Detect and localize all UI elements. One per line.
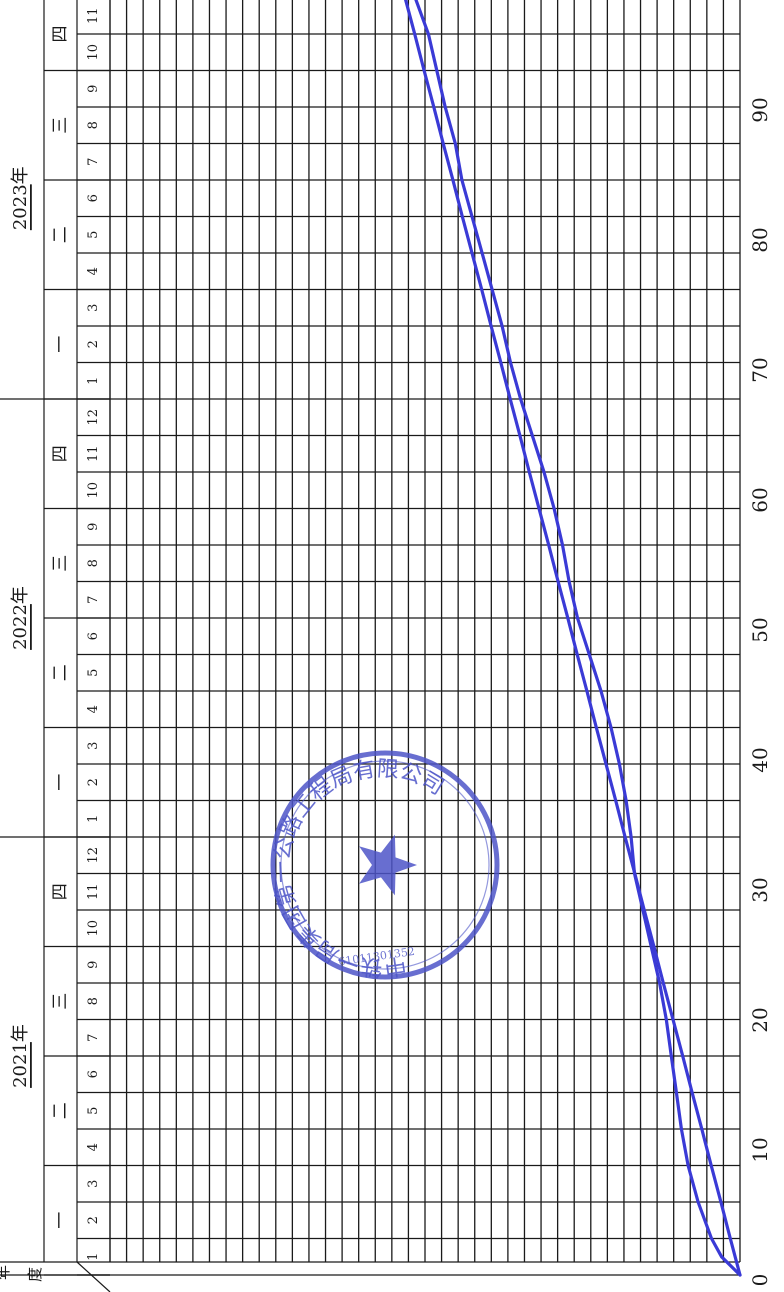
- percent-tick-label: 10: [748, 1137, 772, 1162]
- s-curve-series-2: [414, 0, 742, 1277]
- quarter-label: 四: [51, 445, 71, 462]
- percent-tick-label: 40: [748, 747, 772, 772]
- month-label: 10: [86, 482, 101, 499]
- quarter-label: 一: [51, 1212, 71, 1229]
- percent-tick-label: 0: [748, 1274, 772, 1287]
- header-cell-text: 年: [0, 1265, 12, 1280]
- seal-inner-ring: [280, 760, 490, 970]
- chart-header: 2021年一二三四2022年一二三四2023年一二三四1234567891011…: [0, 0, 111, 1276]
- quarter-label: 二: [51, 226, 71, 243]
- month-label: 6: [86, 632, 101, 640]
- year-label: 2021年: [10, 1024, 31, 1088]
- chart-grid: 年度: [0, 0, 741, 1292]
- month-label: 4: [86, 267, 101, 275]
- month-label: 1: [86, 1253, 101, 1261]
- month-label: 5: [86, 669, 101, 677]
- month-label: 12: [86, 409, 101, 426]
- seal-ring: [270, 750, 500, 980]
- percent-tick-label: 90: [748, 97, 772, 122]
- month-label: 1: [86, 377, 101, 385]
- percent-tick-label: 80: [748, 227, 772, 252]
- month-label: 6: [86, 1070, 101, 1078]
- month-label: 12: [86, 847, 101, 864]
- month-label: 7: [86, 1034, 101, 1042]
- percent-tick-label: 20: [748, 1007, 772, 1032]
- month-label: 11: [86, 445, 101, 462]
- month-label: 7: [86, 596, 101, 604]
- month-label: 2: [86, 340, 101, 348]
- month-label: 4: [86, 705, 101, 713]
- month-label: 9: [86, 85, 101, 93]
- month-label: 3: [86, 1180, 101, 1188]
- month-label: 8: [86, 559, 101, 567]
- month-label: 11: [86, 7, 101, 24]
- s-curve-series-1: [404, 0, 742, 1277]
- quarter-label: 一: [51, 774, 71, 791]
- month-label: 3: [86, 742, 101, 750]
- quarter-label: 一: [51, 336, 71, 353]
- month-label: 10: [86, 44, 101, 61]
- quarter-label: 二: [51, 664, 71, 681]
- plot-lines: [404, 0, 742, 1277]
- year-label: 2022年: [10, 586, 31, 650]
- percent-tick-labels: 0 10 20 30 40 50 60 70 80 90: [748, 97, 772, 1286]
- month-label: 9: [86, 961, 101, 969]
- month-label: 5: [86, 1107, 101, 1115]
- quarter-label: 四: [51, 883, 71, 900]
- percent-tick-label: 50: [748, 617, 772, 642]
- month-label: 6: [86, 194, 101, 202]
- month-label: 4: [86, 1143, 101, 1151]
- month-label: 7: [86, 158, 101, 166]
- month-label: 2: [86, 1216, 101, 1224]
- quarter-label: 二: [51, 1102, 71, 1119]
- month-label: 1: [86, 815, 101, 823]
- month-label: 3: [86, 304, 101, 312]
- quarter-label: 三: [51, 555, 71, 572]
- seal-star: [359, 834, 417, 896]
- month-label: 8: [86, 997, 101, 1005]
- month-label: 11: [86, 883, 101, 900]
- year-label: 2023年: [10, 166, 31, 230]
- header-diagonal: [76, 1261, 111, 1292]
- percent-tick-label: 30: [748, 877, 772, 902]
- month-label: 10: [86, 920, 101, 937]
- month-label: 9: [86, 523, 101, 531]
- header-cell-text: 度: [26, 1267, 44, 1282]
- percent-tick-label: 70: [748, 357, 772, 382]
- month-label: 2: [86, 778, 101, 786]
- quarter-label: 三: [51, 117, 71, 134]
- quarter-label: 三: [51, 993, 71, 1010]
- quarter-label: 四: [51, 26, 71, 43]
- month-label: 8: [86, 121, 101, 129]
- month-label: 5: [86, 231, 101, 239]
- percent-tick-label: 60: [748, 487, 772, 512]
